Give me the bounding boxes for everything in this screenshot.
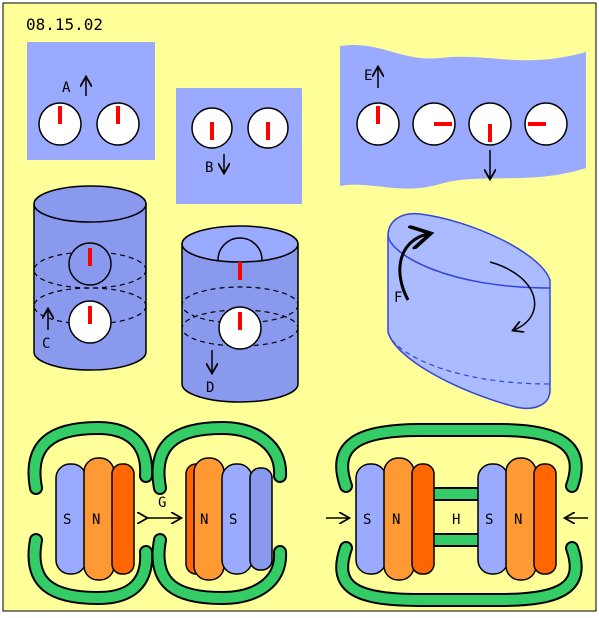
cylinder-c-ring-upper — [33, 251, 147, 289]
dial-e-3 — [468, 102, 512, 146]
shape-f-top-lower-edge — [387, 235, 551, 289]
arrow-f-curl — [398, 234, 428, 301]
panel-a: A — [27, 42, 155, 160]
magnet-2-north-label: N — [200, 512, 208, 528]
magnet-1-face — [111, 463, 135, 575]
cylinder-c: C — [33, 185, 147, 371]
cylinder-c-body — [33, 203, 147, 371]
dial-b-right — [247, 107, 289, 149]
label-d: D — [206, 380, 214, 396]
right-magnet-assembly: S N H S N — [326, 423, 588, 607]
cylinder-d-top — [181, 225, 299, 263]
magnet-4-north-label: N — [514, 512, 522, 528]
shape-f-body — [387, 212, 551, 410]
panel-b: B — [176, 88, 302, 204]
panel-e: E — [340, 44, 586, 189]
flux-loop-1-bottom — [29, 535, 152, 604]
magnet-1-south-label: S — [63, 512, 71, 528]
magnet-3-north-label: N — [392, 512, 400, 528]
flux-loop-2-top — [153, 422, 286, 493]
cylinder-c-ring-lower — [33, 287, 147, 325]
magnet-2-south-label: S — [229, 512, 237, 528]
label-f: F — [394, 290, 402, 306]
cylinder-d: D — [181, 225, 299, 403]
date-label: 08.15.02 — [26, 15, 103, 34]
magnet-3: S N — [355, 457, 435, 581]
flux-loop-outer-bottom — [337, 543, 581, 605]
panel-b-background — [176, 88, 302, 204]
cylinder-d-dial-arc — [217, 237, 263, 261]
dial-d-lower — [218, 306, 262, 350]
dial-c-lower — [68, 300, 112, 344]
magnet-3-face — [411, 463, 435, 575]
cylinder-c-top — [33, 185, 147, 223]
magnet-1-north-label: N — [92, 512, 100, 528]
cylinder-d-needle-upper — [238, 262, 242, 280]
dial-e-1 — [356, 102, 400, 146]
panel-e-background — [340, 44, 586, 189]
label-c: C — [42, 336, 50, 352]
dial-e-4 — [524, 102, 568, 146]
left-magnet-assembly: S N N S G — [27, 420, 288, 606]
panel-a-background — [27, 42, 155, 160]
dial-a-left — [38, 102, 82, 146]
magnet-2-end — [249, 467, 273, 571]
magnet-3-south-label: S — [363, 512, 371, 528]
flux-loop-2-bottom — [153, 535, 286, 604]
label-b: B — [205, 160, 213, 176]
magnet-1: S N — [55, 457, 135, 581]
magnet-4-south-label: S — [485, 512, 493, 528]
magnet-4-face — [533, 463, 557, 575]
arrow-f-swirl — [489, 261, 536, 330]
magnet-2-north — [193, 457, 225, 581]
magnet-4: S N — [477, 457, 557, 581]
shape-f-bottom-dashed — [387, 331, 551, 385]
magnet-2: N S — [185, 457, 273, 581]
flux-loop-outer-top — [337, 425, 581, 491]
dial-a-right — [96, 102, 140, 146]
label-h: H — [452, 512, 460, 528]
label-g: G — [158, 495, 166, 511]
dial-e-2 — [412, 102, 456, 146]
label-a: A — [62, 80, 71, 96]
dial-b-left — [191, 107, 233, 149]
dial-c-upper — [68, 242, 112, 286]
shape-f: F — [387, 212, 551, 410]
flux-loop-1-top — [29, 422, 152, 493]
label-e: E — [364, 68, 372, 84]
